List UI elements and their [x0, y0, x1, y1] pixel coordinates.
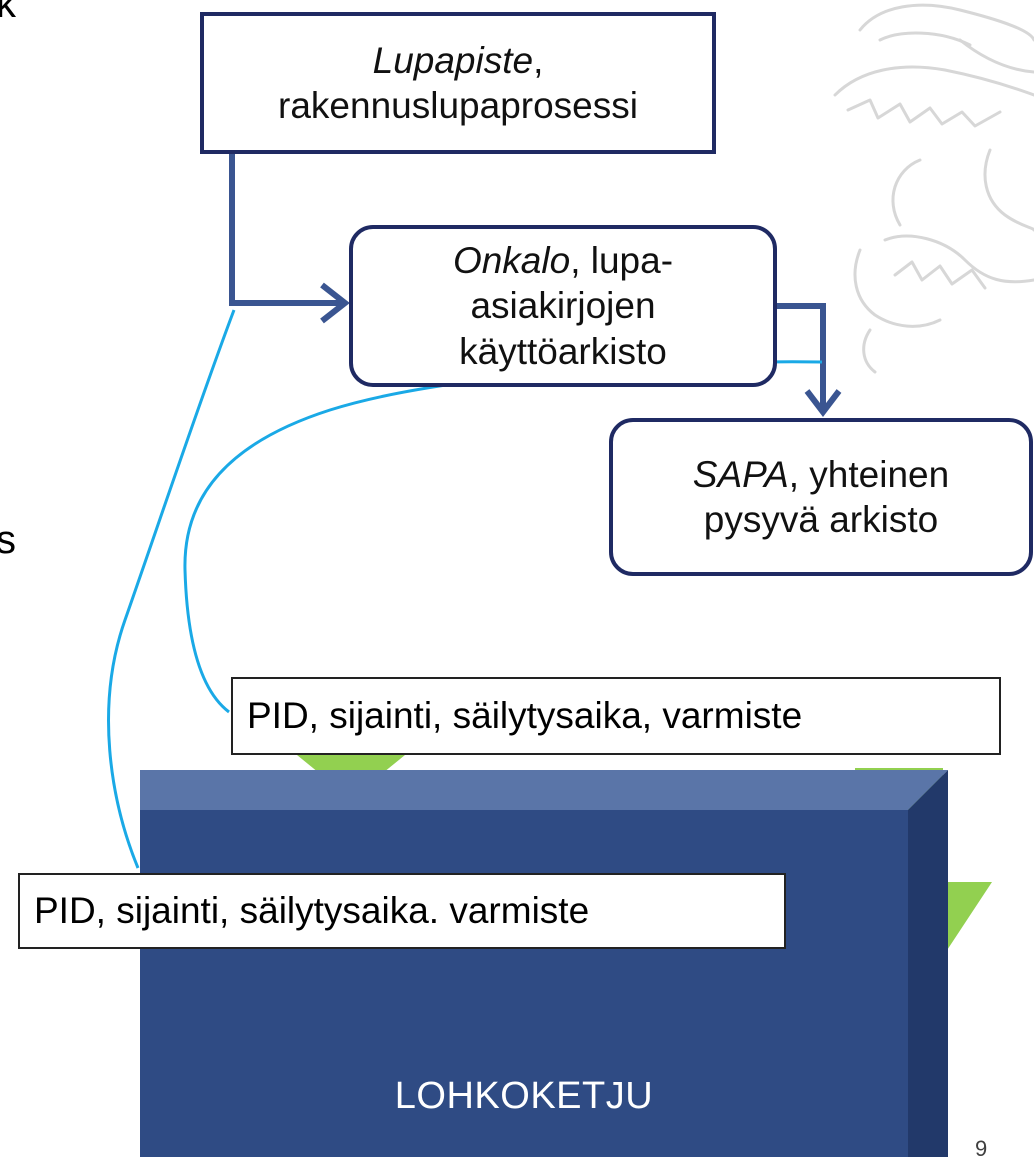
metadata-label-lower: PID, sijainti, säilytysaika. varmiste [18, 873, 786, 949]
sapa-subtitle: pysyvä arkisto [703, 499, 939, 540]
blockchain-block-front [140, 810, 908, 1157]
lupapiste-title: Lupapiste, [373, 38, 544, 83]
sapa-name: SAPA [692, 453, 789, 495]
arrow-lupapiste-to-onkalo-head [320, 282, 350, 324]
lupapiste-box: Lupapiste, rakennuslupaprosessi [200, 12, 716, 154]
edge-text-fragment-top: k [0, 0, 16, 26]
arrow-lupapiste-to-onkalo [229, 150, 345, 306]
blockchain-label: LOHKOKETJU [394, 1075, 654, 1117]
edge-text-fragment-left: s [0, 518, 16, 562]
lupapiste-subtitle: rakennuslupaprosessi [278, 85, 638, 126]
onkalo-box: Onkalo, lupa- asiakirjojen käyttöarkisto [349, 225, 777, 387]
lupapiste-name: Lupapiste [372, 39, 534, 81]
onkalo-title-rest: , lupa- [570, 240, 674, 282]
lupapiste-title-rest: , [533, 39, 544, 81]
sapa-box: SAPA, yhteinen pysyvä arkisto [609, 418, 1033, 576]
onkalo-name: Onkalo [452, 240, 571, 282]
lion-emblem-watermark [833, 3, 1034, 374]
link-line-lupapiste-to-lower-label [107, 309, 236, 869]
onkalo-line3: käyttöarkisto [459, 330, 667, 372]
blockchain-block-side [908, 770, 948, 1157]
metadata-label-upper: PID, sijainti, säilytysaika, varmiste [231, 677, 1001, 755]
onkalo-line2: asiakirjojen [470, 285, 656, 327]
blockchain-block-top [140, 770, 948, 810]
arrow-onkalo-to-sapa-head [804, 389, 842, 417]
page-number: 9 [975, 1136, 988, 1161]
onkalo-title: Onkalo, lupa- [453, 238, 673, 283]
sapa-title-rest: , yhteinen [788, 453, 950, 495]
sapa-title: SAPA, yhteinen [693, 452, 949, 497]
arrow-onkalo-to-sapa [775, 303, 826, 412]
flow-arrows [229, 150, 842, 417]
